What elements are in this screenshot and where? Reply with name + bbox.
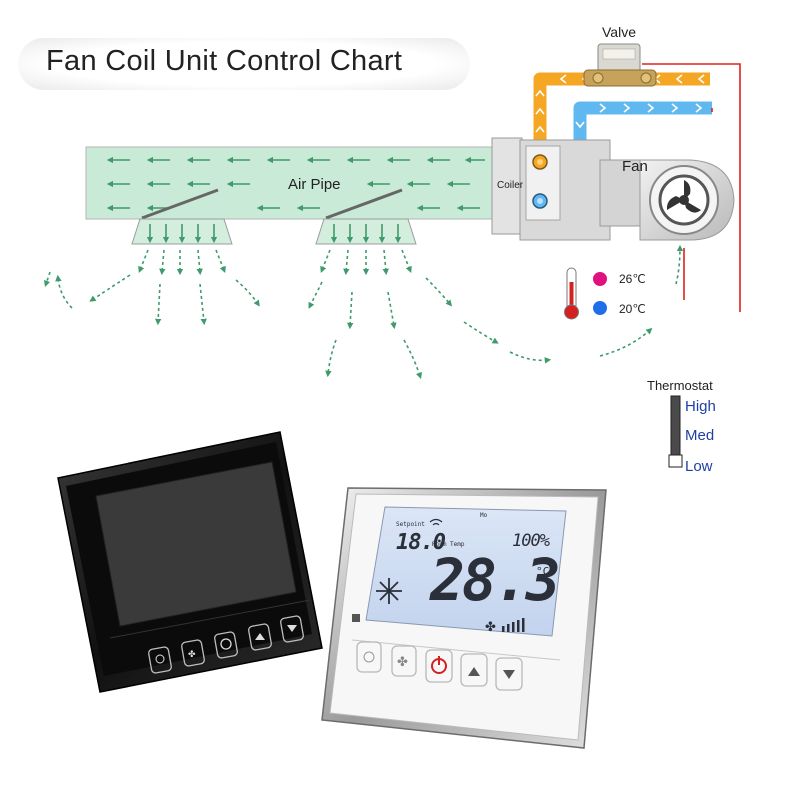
damper-right [325,188,403,220]
control-wires [642,63,741,312]
arrow-up-icon [255,633,265,640]
cold-temp-label: 20℃ [619,302,646,316]
fan-label: Fan [622,158,648,175]
setpoint-label: Setpoint [396,521,425,528]
temp-unit: °C [536,565,550,578]
thermostat-label: Thermostat [647,378,713,393]
cold-temp-dot [593,301,607,315]
air-diffuser-left [131,218,233,245]
room-temp-value: 28.3 [430,546,561,614]
arrow-down-icon [503,670,515,679]
valve-label: Valve [602,24,636,40]
mode-icon [363,651,375,663]
air-pipe [85,146,495,220]
fan-blade-icon [666,180,701,213]
fan-percent: 100% [512,531,550,551]
chart-title: Fan Coil Unit Control Chart [46,45,403,77]
arrow-up-icon [468,667,480,676]
power-icon [431,656,447,674]
coiler-label: Coiler [497,180,524,191]
room-temp-label: Room Temp [432,541,465,548]
hot-temp-label: 26℃ [619,272,646,286]
fan-icon: ✤ [188,650,196,660]
speed-switch [668,395,683,468]
title-banner [18,38,470,90]
speed-low-label: Low [685,458,713,475]
fan-icon: ✤ [397,655,408,670]
setpoint-value: 18.0 [396,530,446,555]
thermometer-icon [564,267,579,320]
thermostat-silver: ✤ ✤ [321,487,607,749]
arrow-down-icon [287,625,297,632]
air-flow-arrows [106,156,485,212]
svg-text:✤: ✤ [485,620,496,635]
coiler [491,137,611,241]
hot-temp-dot [593,272,607,286]
air-diffuser-right [315,218,417,245]
snowflake-icon [376,578,402,604]
power-icon [220,638,232,650]
mode-icon [155,654,165,664]
air-dispersion-arrows [43,244,684,380]
valve [583,43,657,87]
thermostat-black: ✤ [57,431,323,693]
speed-high-label: High [685,398,716,415]
fan [599,159,735,241]
damper-left [141,188,219,220]
wifi-icon [429,518,443,526]
speed-med-label: Med [685,427,715,444]
mode-label: Mo [480,512,488,519]
fan-speed-bars: ✤ [485,618,525,635]
air-pipe-label: Air Pipe [288,176,341,193]
